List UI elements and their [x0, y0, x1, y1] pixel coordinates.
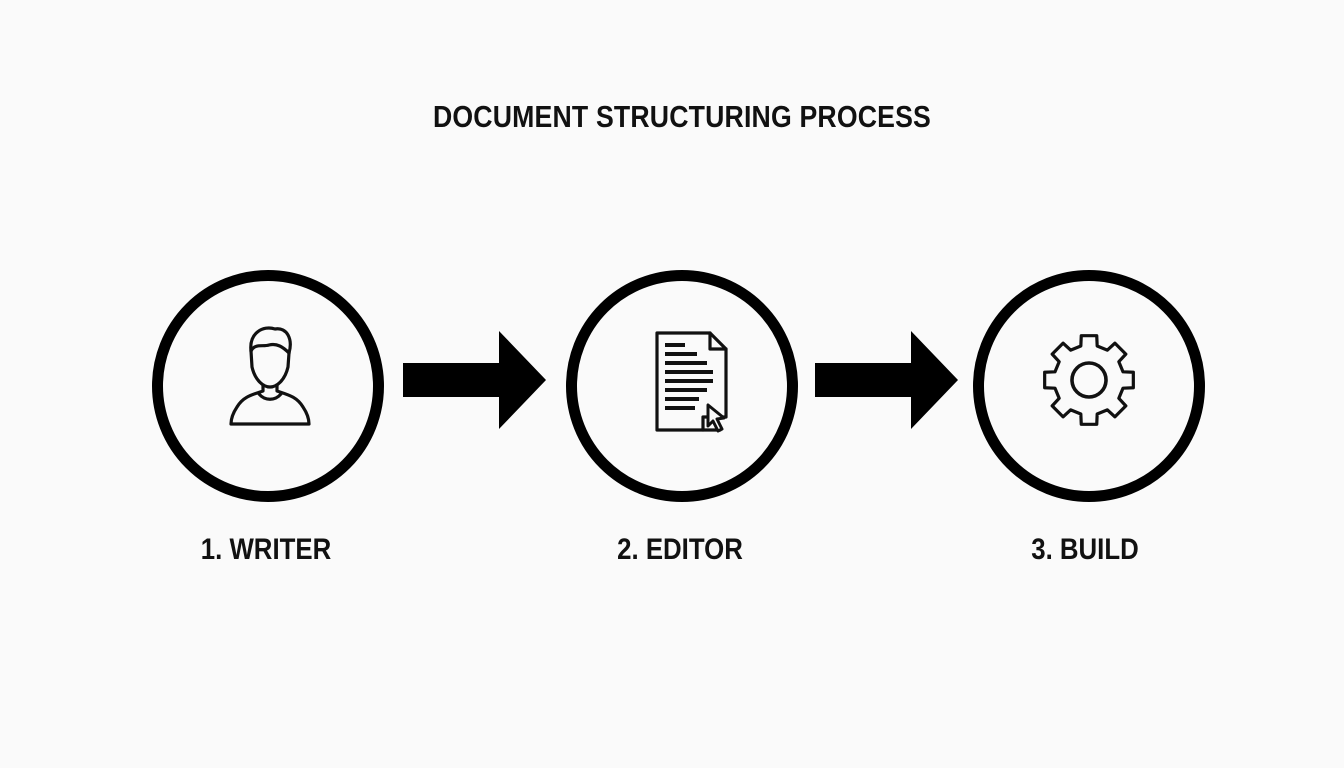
arrow-right-icon [815, 331, 958, 429]
step-label-writer: 1. WRITER [200, 533, 332, 566]
diagram-title: DOCUMENT STRUCTURING PROCESS [432, 99, 932, 134]
gear-icon [1043, 334, 1135, 426]
step-label-editor: 2. EDITOR [617, 533, 743, 566]
step-build-circle [973, 270, 1205, 502]
arrow-right-icon [403, 331, 546, 429]
step-writer-circle [152, 270, 384, 502]
step-label-build: 3. BUILD [1031, 533, 1139, 566]
step-editor-circle [566, 270, 798, 502]
cursor-pointer-icon [706, 403, 726, 433]
gear-outline [1043, 334, 1135, 426]
document-cursor-icon [655, 331, 728, 433]
person-icon [229, 326, 311, 426]
